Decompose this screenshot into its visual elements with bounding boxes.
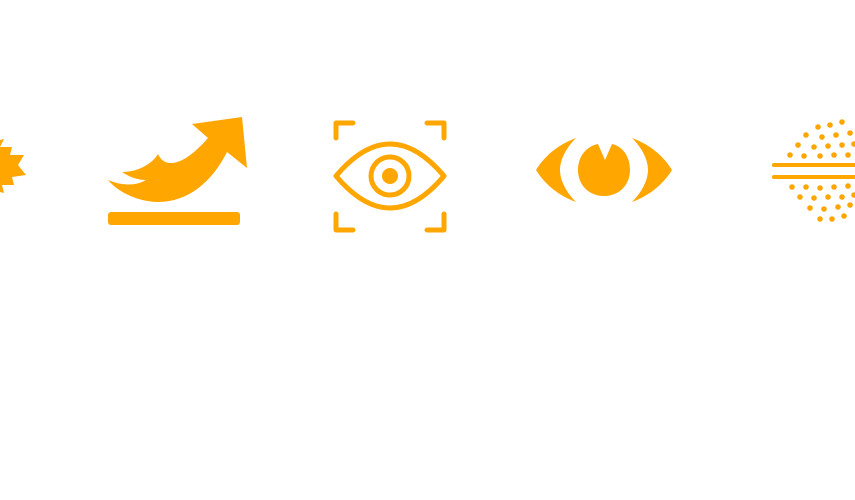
particle-dot bbox=[803, 184, 809, 190]
particle-dot bbox=[817, 216, 823, 222]
particle-dot bbox=[795, 142, 801, 148]
growth-arrow-icon bbox=[100, 110, 250, 232]
particle-dot bbox=[811, 195, 817, 201]
eye-icon bbox=[530, 130, 678, 210]
particle-dot bbox=[847, 202, 853, 208]
particle-dot bbox=[803, 132, 809, 138]
particle-dot bbox=[817, 153, 823, 159]
particle-dot bbox=[847, 130, 853, 136]
particle-dot bbox=[833, 132, 839, 138]
sun-icon bbox=[0, 125, 30, 205]
particle-dot bbox=[817, 185, 823, 191]
particle-dot bbox=[819, 134, 825, 140]
particle-dot bbox=[807, 205, 813, 211]
particle-dot bbox=[801, 153, 807, 159]
particle-dot bbox=[789, 184, 795, 190]
particle-dot bbox=[831, 184, 837, 190]
particle-dot bbox=[797, 194, 803, 200]
particle-dot bbox=[827, 122, 833, 128]
particle-dot bbox=[829, 216, 835, 222]
particle-dot bbox=[851, 192, 855, 198]
particle-dot bbox=[787, 152, 793, 158]
particle-dot bbox=[815, 124, 821, 130]
particle-dot bbox=[839, 194, 845, 200]
particle-dot bbox=[835, 204, 841, 210]
particle-dot bbox=[811, 144, 817, 150]
particle-dot bbox=[831, 152, 837, 158]
particle-dot bbox=[839, 119, 845, 125]
particle-dot bbox=[825, 143, 831, 149]
particle-dot bbox=[841, 213, 847, 219]
particle-dot bbox=[825, 194, 831, 200]
eye-scan-icon bbox=[328, 116, 452, 238]
particle-dot bbox=[845, 152, 851, 158]
particles-filter-icon bbox=[770, 115, 855, 230]
particle-dot bbox=[839, 142, 845, 148]
particle-dot bbox=[845, 183, 851, 189]
particle-dot bbox=[851, 141, 855, 147]
particle-dot bbox=[821, 206, 827, 212]
